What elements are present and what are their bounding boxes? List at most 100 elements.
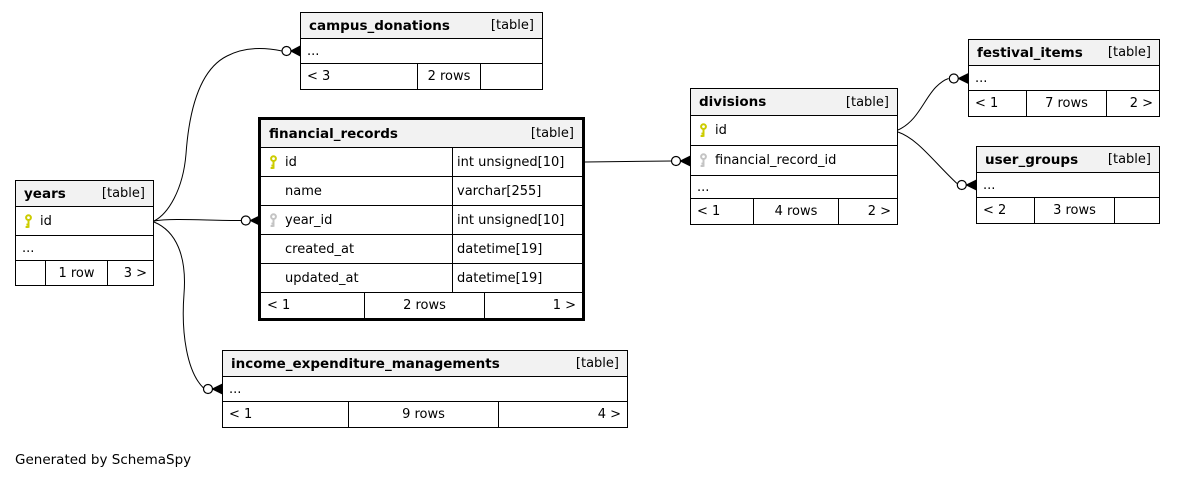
zero-circle-user-groups bbox=[956, 179, 967, 191]
table-footer: < 1 2 rows 1 > bbox=[261, 293, 582, 318]
column-row-financial-record-id: financial_record_id bbox=[691, 146, 897, 176]
primary-key-icon bbox=[691, 123, 715, 138]
hidden-columns-row: ... bbox=[969, 66, 1159, 91]
column-type: datetime[19] bbox=[452, 264, 582, 292]
table-footer: < 1 4 rows 2 > bbox=[691, 199, 897, 224]
table-income-expenditure-managements[interactable]: income_expenditure_managements [table] .… bbox=[222, 350, 628, 428]
table-type-tag: [table] bbox=[1107, 45, 1151, 60]
table-type-tag: [table] bbox=[1107, 152, 1151, 167]
hidden-columns-row: ... bbox=[223, 377, 627, 402]
foreign-key-icon bbox=[261, 212, 285, 228]
arrowhead-user-groups bbox=[965, 179, 977, 191]
parents-count: < 1 bbox=[969, 91, 1027, 116]
hidden-columns-row: ... bbox=[691, 176, 897, 199]
table-footer: 1 row 3 > bbox=[16, 261, 153, 285]
table-type-tag: [table] bbox=[490, 18, 534, 33]
primary-key-icon bbox=[16, 213, 40, 229]
hidden-columns-row: ... bbox=[301, 39, 542, 64]
table-name-link[interactable]: financial_records bbox=[269, 125, 398, 142]
column-row-id: id bbox=[16, 207, 153, 236]
row-count: 3 rows bbox=[1035, 198, 1115, 223]
table-type-tag: [table] bbox=[845, 94, 889, 110]
children-count bbox=[481, 64, 542, 89]
table-festival-items[interactable]: festival_items [table] ... < 1 7 rows 2 … bbox=[968, 39, 1160, 117]
table-footer: < 2 3 rows bbox=[977, 198, 1159, 223]
zero-circle-campus-donations bbox=[281, 45, 292, 57]
column-row-year-id: year_id int unsigned[10] bbox=[261, 206, 582, 235]
table-name-link[interactable]: festival_items bbox=[977, 44, 1083, 61]
table-type-tag: [table] bbox=[530, 126, 574, 141]
table-header: divisions [table] bbox=[691, 89, 897, 116]
parents-count: < 1 bbox=[261, 293, 365, 318]
table-campus-donations[interactable]: campus_donations [table] ... < 3 2 rows bbox=[300, 12, 543, 90]
column-type: int unsigned[10] bbox=[452, 206, 582, 234]
children-count bbox=[1115, 198, 1159, 223]
column-name: id bbox=[285, 154, 297, 170]
column-row-created-at: created_at datetime[19] bbox=[261, 235, 582, 264]
children-count: 3 > bbox=[123, 265, 147, 281]
edge-divisions-user-groups bbox=[897, 131, 958, 184]
table-header: festival_items [table] bbox=[969, 40, 1159, 66]
parents-count: < 1 bbox=[223, 402, 349, 427]
column-row-id: id int unsigned[10] bbox=[261, 148, 582, 177]
generated-by-credit: Generated by SchemaSpy bbox=[15, 452, 192, 468]
table-name-link[interactable]: divisions bbox=[699, 94, 767, 110]
table-user-groups[interactable]: user_groups [table] ... < 2 3 rows bbox=[976, 146, 1160, 224]
column-type: varchar[255] bbox=[452, 177, 582, 205]
table-name-link[interactable]: campus_donations bbox=[309, 17, 450, 34]
row-count: 1 row bbox=[46, 261, 108, 285]
table-name-link[interactable]: income_expenditure_managements bbox=[231, 355, 500, 372]
arrowhead-campus-donations bbox=[289, 45, 301, 57]
row-count: 2 rows bbox=[418, 64, 481, 89]
table-header: years [table] bbox=[16, 181, 153, 207]
table-header: income_expenditure_managements [table] bbox=[223, 351, 627, 377]
column-name: year_id bbox=[285, 212, 333, 228]
column-name: created_at bbox=[285, 241, 355, 257]
column-row-id: id bbox=[691, 116, 897, 146]
children-count: 2 > bbox=[867, 204, 891, 219]
column-name: id bbox=[715, 123, 727, 138]
foreign-key-icon bbox=[691, 153, 715, 168]
table-header: user_groups [table] bbox=[977, 147, 1159, 173]
hidden-columns-row: ... bbox=[977, 173, 1159, 198]
table-divisions[interactable]: divisions [table] id financial_record_id… bbox=[690, 88, 898, 225]
arrowhead-income-expenditure bbox=[211, 383, 223, 395]
edge-years-financial-records bbox=[153, 219, 242, 222]
table-footer: < 1 7 rows 2 > bbox=[969, 91, 1159, 116]
parents-count bbox=[16, 261, 46, 285]
table-footer: < 3 2 rows bbox=[301, 64, 542, 89]
table-footer: < 1 9 rows 4 > bbox=[223, 402, 627, 427]
edge-years-campus-donations bbox=[153, 47, 283, 222]
table-header: campus_donations [table] bbox=[301, 13, 542, 39]
parents-count: < 2 bbox=[977, 198, 1035, 223]
table-years[interactable]: years [table] id ... 1 row 3 > bbox=[15, 180, 154, 286]
table-name-link[interactable]: years bbox=[24, 185, 66, 202]
column-type: datetime[19] bbox=[452, 235, 582, 263]
column-name: updated_at bbox=[285, 270, 359, 286]
row-count: 2 rows bbox=[365, 293, 485, 318]
children-count: 4 > bbox=[597, 407, 621, 422]
parents-count: < 3 bbox=[301, 64, 418, 89]
table-header: financial_records [table] bbox=[261, 120, 582, 148]
column-row-name: name varchar[255] bbox=[261, 177, 582, 206]
zero-circle-festival-items bbox=[948, 73, 959, 84]
row-count: 7 rows bbox=[1027, 91, 1107, 116]
row-count: 4 rows bbox=[754, 199, 839, 224]
column-type: int unsigned[10] bbox=[452, 148, 582, 176]
table-name-link[interactable]: user_groups bbox=[985, 151, 1079, 168]
column-name: id bbox=[40, 213, 52, 229]
children-count: 2 > bbox=[1129, 96, 1153, 111]
table-financial-records[interactable]: financial_records [table] id int unsigne… bbox=[258, 117, 585, 321]
zero-circle-divisions bbox=[670, 155, 682, 167]
hidden-columns-row: ... bbox=[16, 236, 153, 261]
column-name: financial_record_id bbox=[715, 153, 837, 168]
column-row-updated-at: updated_at datetime[19] bbox=[261, 264, 582, 293]
zero-circle-income-expenditure bbox=[202, 383, 214, 395]
parents-count: < 1 bbox=[691, 199, 754, 224]
row-count: 9 rows bbox=[349, 402, 499, 427]
edge-years-income-expenditure bbox=[153, 221, 204, 389]
column-name: name bbox=[285, 183, 322, 199]
arrowhead-festival-items bbox=[957, 72, 969, 85]
